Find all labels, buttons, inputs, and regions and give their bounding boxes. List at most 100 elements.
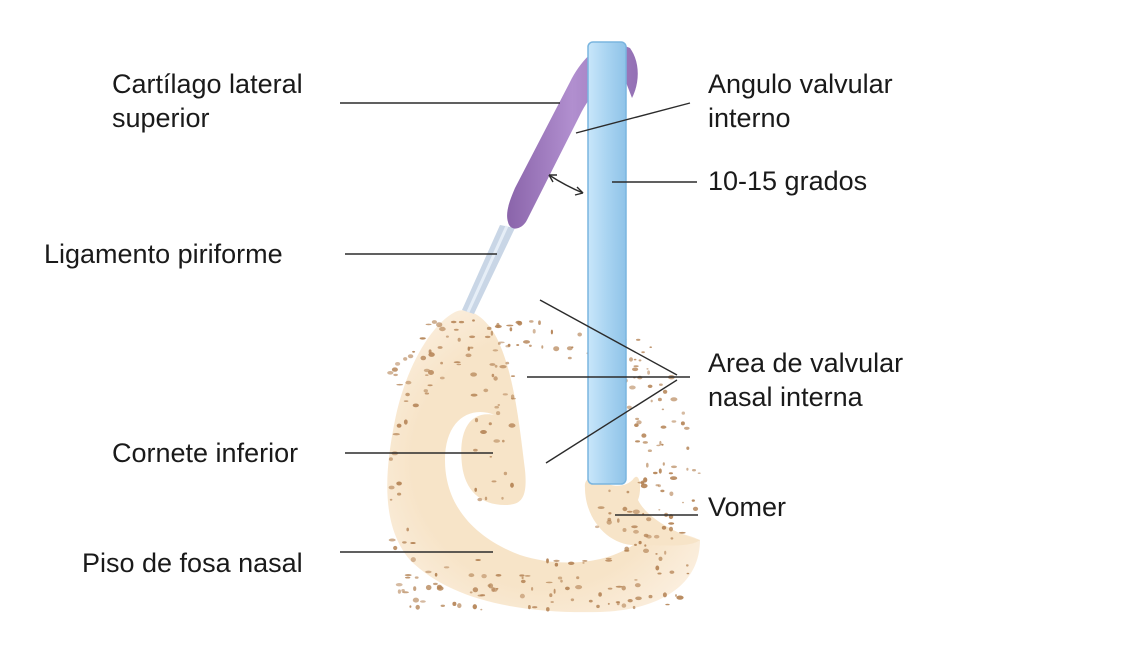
bone-pore <box>491 587 496 592</box>
bone-pore <box>622 528 627 532</box>
bone-pore <box>490 330 494 336</box>
bone-pore <box>596 604 600 609</box>
bone-pore <box>506 324 514 327</box>
label-area-line1: Area de valvular <box>708 348 903 378</box>
bone-pore <box>636 420 642 425</box>
bone-pore <box>496 587 499 590</box>
bone-pore <box>491 480 497 483</box>
bone-pore <box>568 561 575 565</box>
bone-pore <box>633 529 639 534</box>
bone-pore <box>439 376 445 380</box>
bone-pore <box>445 335 449 338</box>
bone-pore <box>510 482 514 488</box>
bone-pore <box>550 601 554 603</box>
bone-pore <box>554 562 559 567</box>
bone-pore <box>657 397 662 402</box>
bone-pore <box>557 576 563 580</box>
bone-pore <box>493 376 498 381</box>
bone-pore <box>405 380 412 385</box>
bone-pore <box>412 597 419 603</box>
bone-pore <box>388 457 393 461</box>
label-grados: 10-15 grados <box>708 166 867 196</box>
bone-structure <box>387 310 701 613</box>
bone-pore <box>646 534 652 539</box>
bone-pore <box>403 419 408 425</box>
bone-pore <box>588 599 593 603</box>
bone-pore <box>491 373 495 378</box>
bone-pore <box>637 481 645 484</box>
bone-pore <box>440 361 443 365</box>
bone-pore <box>665 603 670 606</box>
bone-pore <box>477 594 484 597</box>
bone-pore <box>634 543 637 547</box>
bone-pore <box>505 345 511 348</box>
bone-pore <box>494 324 502 329</box>
bone-pore <box>661 525 667 530</box>
bone-pore <box>484 335 491 339</box>
bone-pore <box>508 423 516 428</box>
bone-pore <box>553 559 560 563</box>
bone-pore <box>510 375 516 377</box>
bone-pore <box>427 384 433 387</box>
bone-pore <box>686 572 690 575</box>
bone-pore <box>681 501 685 504</box>
bone-pore <box>671 420 677 423</box>
bone-pore <box>392 433 400 436</box>
bone-pore <box>634 583 641 588</box>
bone-pore <box>598 592 602 597</box>
bone-pore <box>396 383 404 386</box>
bone-pore <box>648 594 653 599</box>
nasal-septum <box>587 41 627 485</box>
bone-pore <box>401 589 405 592</box>
bone-pore <box>425 323 432 326</box>
bone-pore <box>412 403 419 408</box>
bone-pore <box>484 496 488 501</box>
bone-pore <box>634 423 639 428</box>
bone-pore <box>646 517 652 522</box>
bone-pore <box>624 546 629 552</box>
bone-pore <box>635 596 642 601</box>
bone-pore <box>424 392 430 395</box>
bone-pore <box>681 411 685 415</box>
bone-pore <box>626 490 630 494</box>
bone-pore <box>465 353 472 358</box>
bone-pore <box>443 566 450 569</box>
bone-pore <box>492 349 499 352</box>
bone-pore <box>496 411 501 416</box>
bone-pore <box>493 439 501 443</box>
bone-pore <box>638 540 642 545</box>
bone-pore <box>433 582 438 586</box>
bone-pore <box>403 357 408 361</box>
bone-pore <box>469 346 474 349</box>
bone-pore <box>541 345 544 349</box>
bone-pore <box>412 350 416 353</box>
bone-pore <box>474 418 479 423</box>
bone-pore <box>649 346 652 349</box>
bone-pore <box>635 440 640 443</box>
bone-pore <box>450 320 457 324</box>
bone-pore <box>553 346 560 352</box>
bone-pore <box>477 497 483 502</box>
bone-pore <box>453 361 461 364</box>
bone-pore <box>472 587 479 593</box>
bone-pore <box>560 579 563 583</box>
bone-pore <box>549 593 553 598</box>
bone-pore <box>393 373 398 377</box>
bone-pore <box>659 440 662 446</box>
bone-pore <box>538 320 541 326</box>
bone-pore <box>608 489 611 493</box>
bone-pore <box>607 587 613 590</box>
bone-pore <box>472 319 475 322</box>
bone-pore <box>662 462 665 466</box>
label-cartilago-line1: Cartílago lateral <box>112 69 303 99</box>
bone-pore <box>632 367 639 372</box>
bone-pore <box>505 361 510 365</box>
bone-pore <box>405 576 411 579</box>
bone-pore <box>567 356 572 360</box>
bone-pore <box>397 589 401 594</box>
bone-pore <box>633 358 637 361</box>
bone-pore <box>406 527 410 532</box>
bone-pore <box>697 472 701 475</box>
bone-pore <box>676 595 684 600</box>
